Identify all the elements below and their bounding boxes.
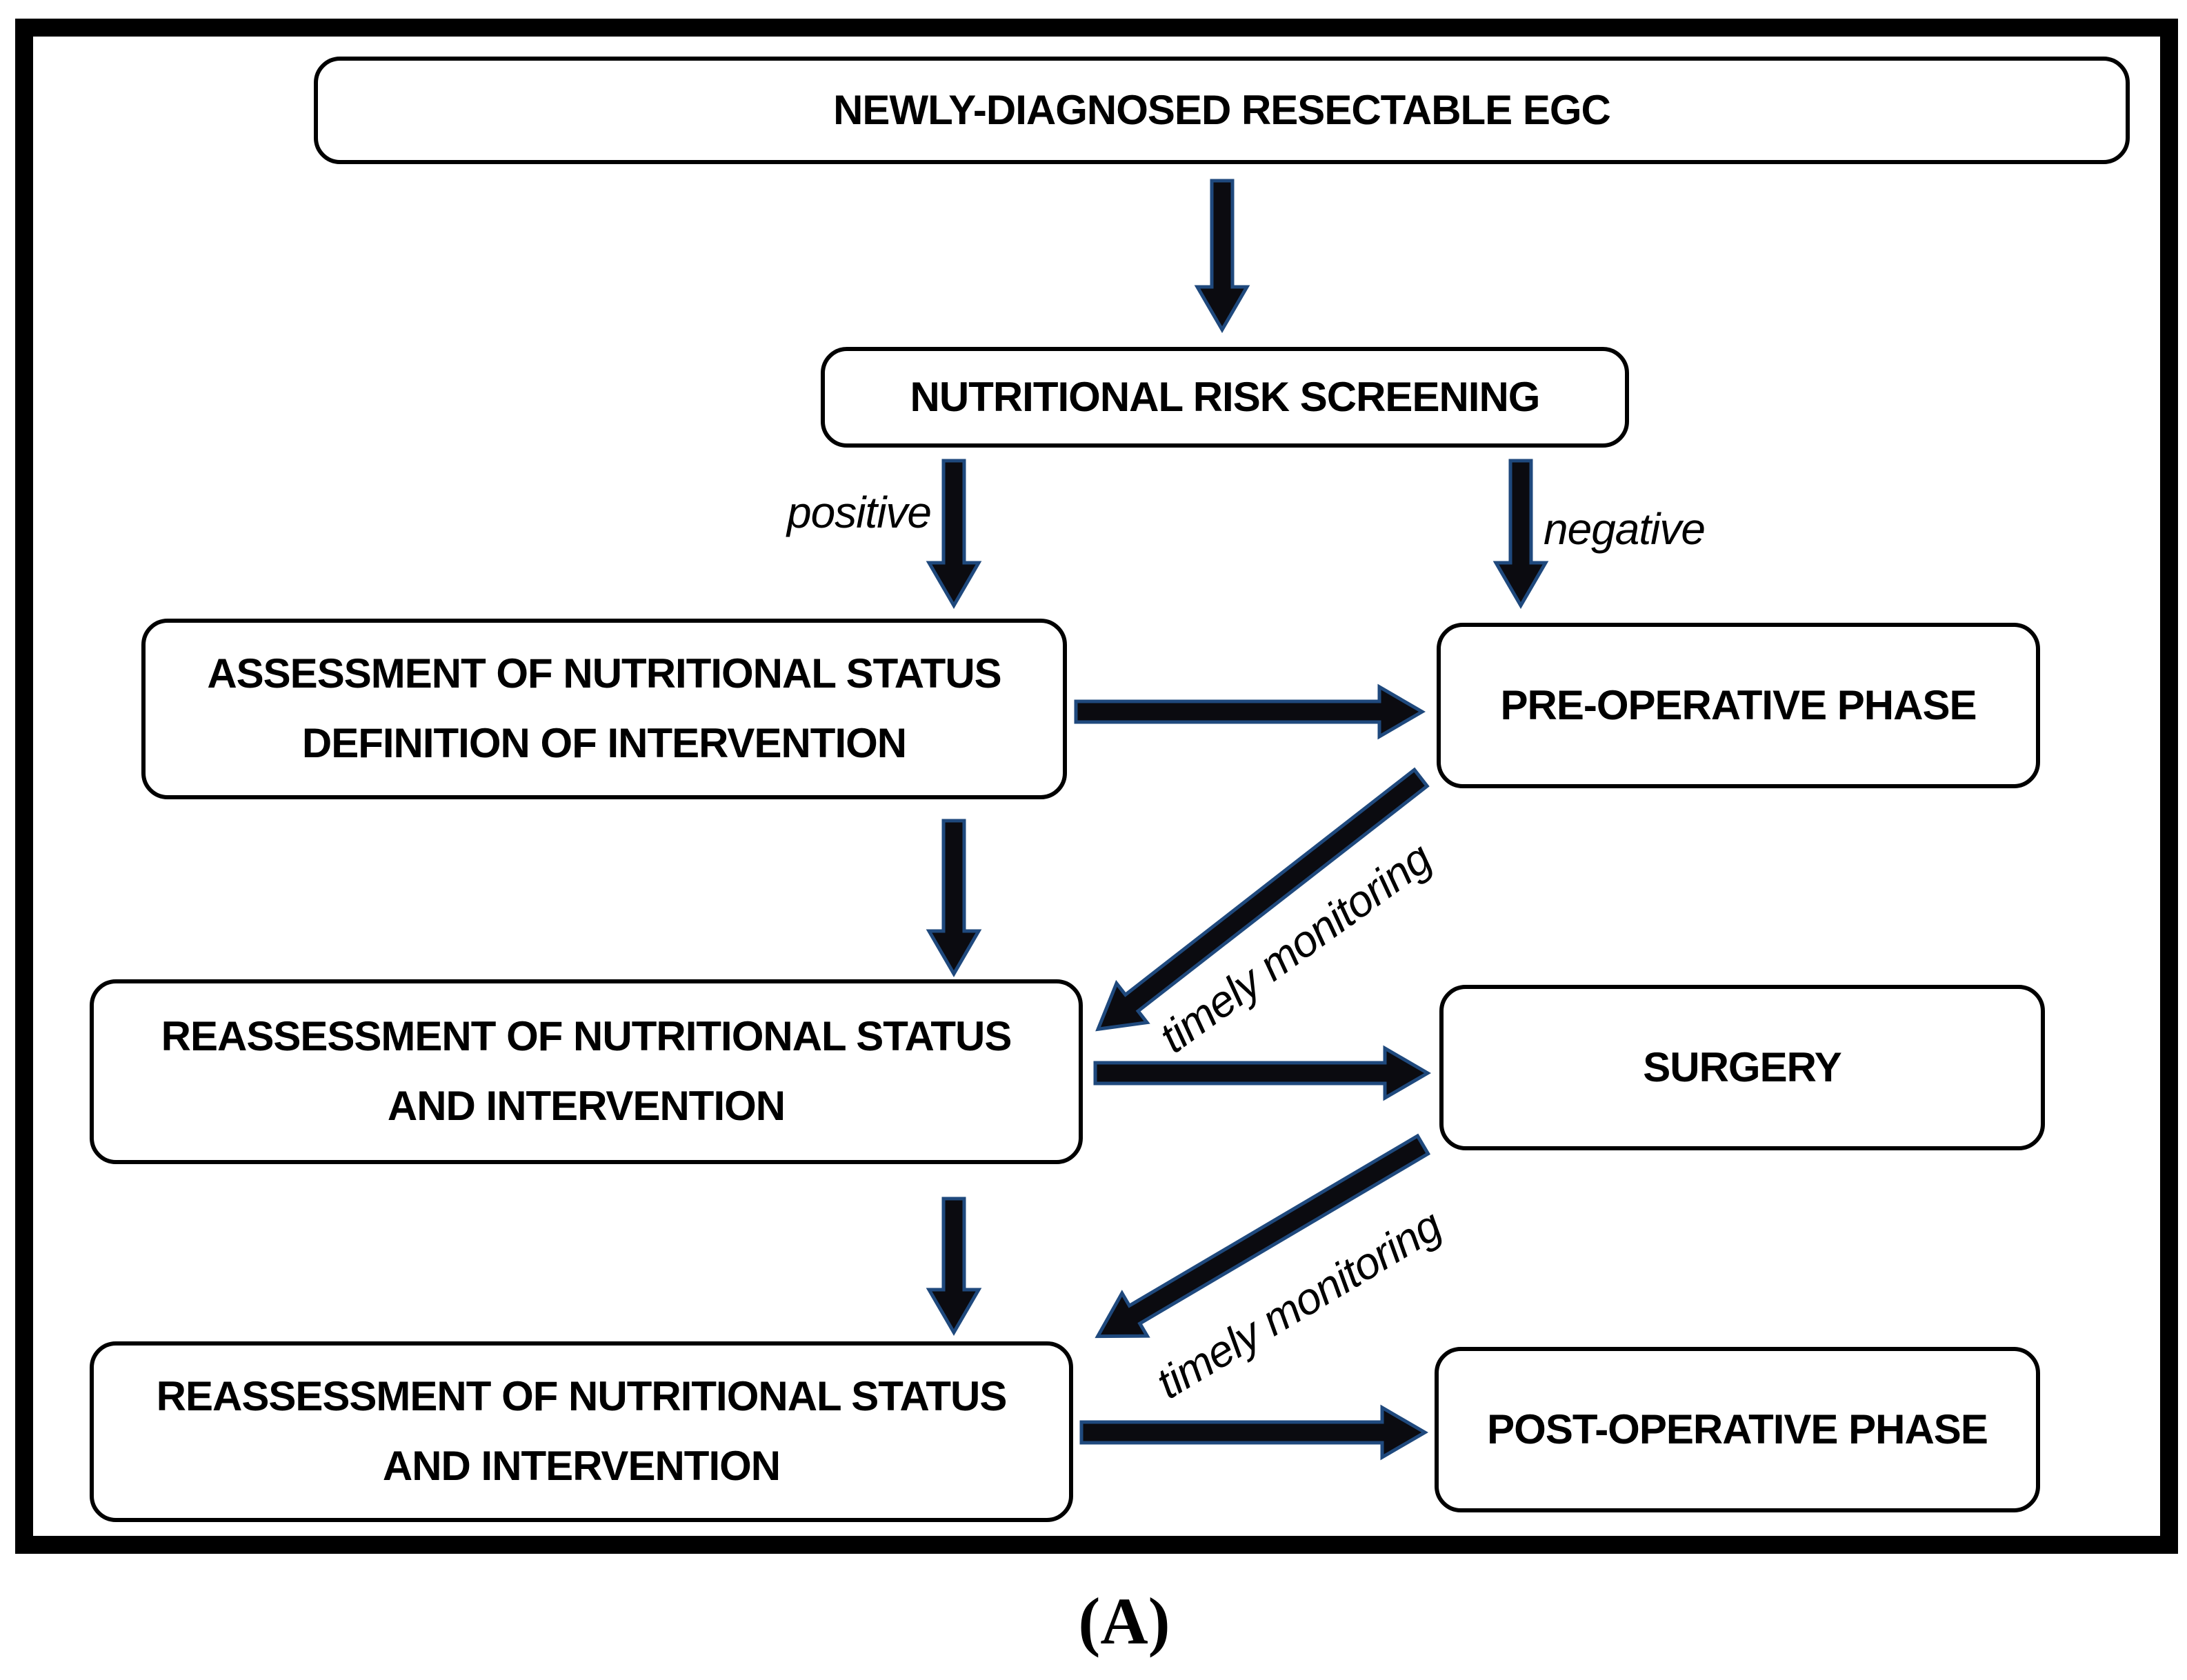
node-surgery: SURGERY [1439,985,2045,1150]
arrow-reassessment1-to-surgery [1093,1045,1431,1101]
node-assessment-of-nutritional-status: ASSESSMENT OF NUTRITIONAL STATUS DEFINIT… [141,619,1067,799]
arrow-egc-to-screening [1194,179,1250,333]
node-label-line2: AND INTERVENTION [387,1083,786,1129]
node-nutritional-risk-screening: NUTRITIONAL RISK SCREENING [821,347,1629,448]
arrow-screening-positive [926,459,982,609]
node-reassessment-1: REASSESSMENT OF NUTRITIONAL STATUS AND I… [90,979,1083,1164]
edge-label-negative: negative [1544,504,1706,554]
node-label: NUTRITIONAL RISK SCREENING [910,373,1541,420]
node-post-operative-phase: POST-OPERATIVE PHASE [1435,1347,2040,1512]
node-label: SURGERY [1643,1043,1841,1090]
figure-caption: (A) [1078,1584,1170,1658]
arrow-reassessment1-to-reassessment2 [926,1197,982,1336]
arrow-assessment-to-preop [1074,683,1426,740]
edge-label-positive: positive [787,488,932,537]
node-label-line2: AND INTERVENTION [382,1443,781,1489]
node-label: PRE-OPERATIVE PHASE [1500,681,1977,728]
node-pre-operative-phase: PRE-OPERATIVE PHASE [1437,623,2040,788]
node-label-line1: REASSESSMENT OF NUTRITIONAL STATUS [161,1013,1012,1060]
arrow-reassessment2-to-postop [1079,1404,1428,1461]
node-label-line2: DEFINITION OF INTERVENTION [301,720,907,766]
node-label: POST-OPERATIVE PHASE [1487,1406,1988,1452]
node-newly-diagnosed-egc: NEWLY-DIAGNOSED RESECTABLE EGC [314,57,2130,164]
node-reassessment-2: REASSESSMENT OF NUTRITIONAL STATUS AND I… [90,1341,1073,1522]
node-label-line1: ASSESSMENT OF NUTRITIONAL STATUS [207,650,1001,697]
node-label-line1: REASSESSMENT OF NUTRITIONAL STATUS [156,1373,1008,1420]
arrow-screening-negative [1492,459,1549,609]
arrow-preop-to-reassessment1 [1095,767,1430,1032]
node-label: NEWLY-DIAGNOSED RESECTABLE EGC [833,86,1611,133]
arrow-assessment-to-reassessment1 [926,819,982,977]
arrow-surgery-to-reassessment2 [1095,1133,1431,1339]
